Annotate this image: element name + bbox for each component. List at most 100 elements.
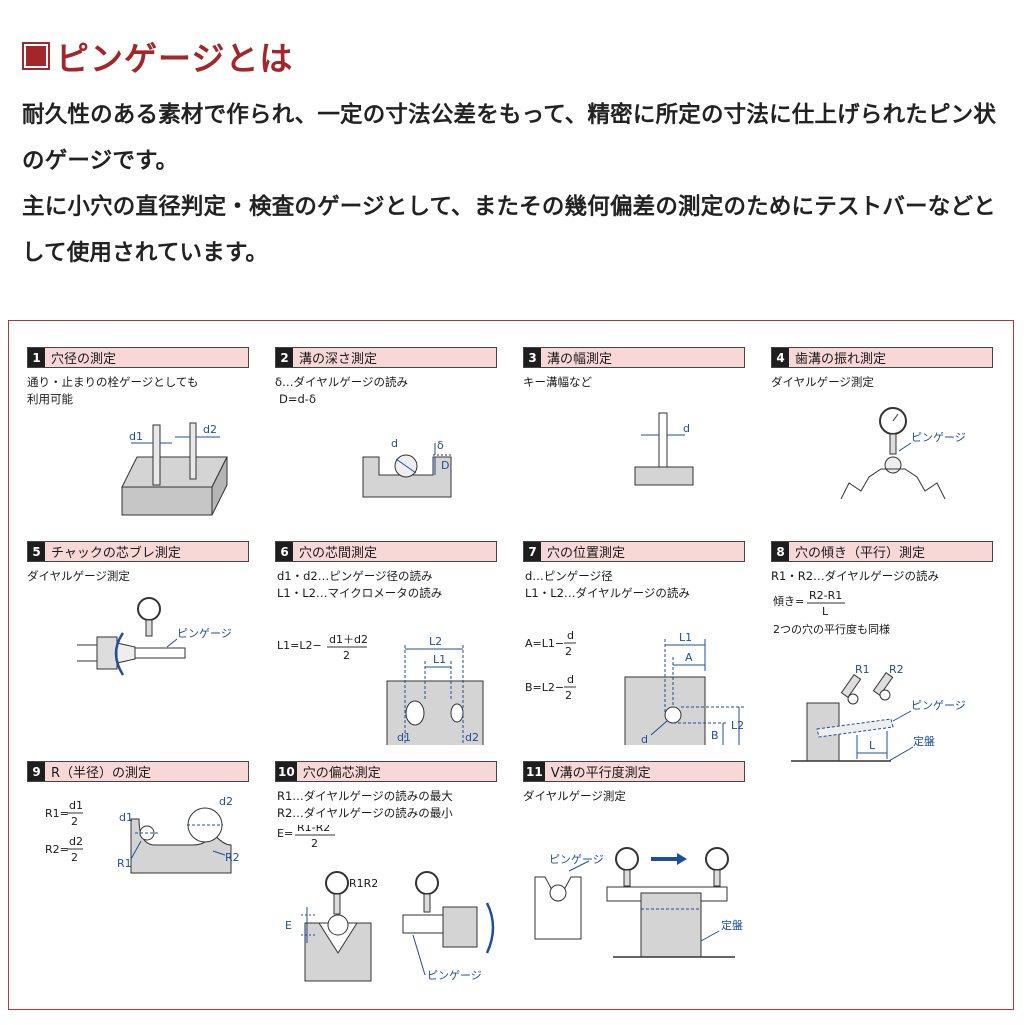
panel-title: 穴の傾き（平行）測定	[795, 546, 926, 561]
diagram-radius: R1= d1 2 R2= d2 2 d1 d2 R1 R2	[45, 795, 240, 874]
panel-description: d…ピンゲージ径 L1・L2…ダイヤルゲージの読み	[523, 568, 745, 602]
panel-header: 6 穴の芯間測定	[275, 541, 497, 562]
panel-header: 2 溝の深さ測定	[275, 347, 497, 368]
formula-denominator: 2	[343, 649, 350, 662]
formula-a-lhs: A=L1−	[525, 637, 564, 650]
panel-title: 歯溝の振れ測定	[795, 352, 887, 367]
panel-title: 穴の芯間測定	[299, 546, 378, 561]
formula-a-denominator: 2	[71, 815, 78, 828]
diagram-hole-center-distance: L1=L2− d1＋d2 2 L2 L1 d1 d2	[277, 633, 484, 745]
panel-number: 1	[28, 348, 45, 367]
formula-b-numerator: d2	[69, 835, 83, 848]
panel-title: 溝の深さ測定	[299, 352, 378, 367]
title-square-icon	[22, 42, 50, 70]
desc-line: L1・L2…ダイヤルゲージの読み	[525, 586, 690, 600]
diagram-hole-position: A=L1− d 2 B=L2− d 2 L1 A L2 B d	[525, 629, 745, 745]
formula-b-denominator: 2	[565, 689, 572, 702]
label-L1: L1	[679, 631, 692, 644]
desc-line: 利用可能	[27, 392, 73, 406]
intro-text: 耐久性のある素材で作られ、一定の寸法公差をもって、精密に所定の寸法に仕上げられた…	[22, 92, 1012, 276]
formula-lhs: L1=L2−	[277, 639, 322, 652]
panel-title: 穴径の測定	[51, 352, 117, 367]
panel-v-groove-parallelism: 11 V溝の平行度測定 ダイヤルゲージ測定 ピンゲージ 定盤	[523, 761, 745, 958]
diagram-groove-depth: d δ D	[362, 437, 452, 498]
label-D: D	[441, 459, 449, 472]
panel-title: チャックの芯ブレ測定	[51, 546, 181, 561]
panel-number: 9	[28, 762, 45, 781]
panel-header: 1 穴径の測定	[27, 347, 249, 368]
panel-number: 11	[524, 762, 545, 781]
label-A: A	[685, 651, 693, 664]
label-d1: d1	[129, 430, 143, 443]
label-d2: d2	[203, 423, 217, 436]
dial-gauge-icon	[325, 871, 349, 895]
label-L1: L1	[433, 653, 446, 666]
desc-line: ダイヤルゲージ測定	[27, 569, 130, 583]
formula-denominator: L	[822, 605, 829, 618]
label-L: L	[869, 739, 876, 752]
intro-paragraph-1: 耐久性のある素材で作られ、一定の寸法公差をもって、精密に所定の寸法に仕上げられた…	[22, 102, 997, 174]
panel-title: 溝の幅測定	[547, 352, 613, 367]
diagram-hole-eccentricity: E= R1-R2 2 R1R2 E ピンゲージ	[277, 825, 495, 982]
label-R1: R1	[855, 663, 870, 676]
diagram-hole-diameter: d1 d2	[121, 422, 228, 516]
label-delta: δ	[437, 439, 444, 452]
label-d1: d1	[119, 811, 133, 824]
label-pin-gauge: ピンゲージ	[549, 853, 604, 866]
formula-lhs: E=	[277, 827, 293, 840]
formula-b-numerator: d	[567, 673, 574, 686]
panel-description: R1・R2…ダイヤルゲージの読み	[771, 568, 993, 585]
panel-number: 4	[772, 348, 789, 367]
dial-gauge-icon	[705, 847, 729, 871]
panel-number: 5	[28, 542, 45, 561]
label-d: d	[641, 733, 648, 745]
diagram-chuck-runout: ピンゲージ	[77, 597, 232, 676]
page-title-text: ピンゲージとは	[56, 39, 294, 78]
panel-description: 通り・止まりの栓ゲージとしても 利用可能	[27, 374, 249, 408]
panel-number: 2	[276, 348, 293, 367]
label-d: d	[391, 437, 398, 450]
dial-gauge-icon	[615, 847, 639, 871]
formula-b-denominator: 2	[71, 851, 78, 864]
formula-a-numerator: d	[567, 629, 574, 642]
panel-description: ダイヤルゲージ測定	[771, 374, 993, 391]
label-pin-gauge: ピンゲージ	[427, 969, 482, 982]
desc-line: ダイヤルゲージ測定	[523, 789, 626, 803]
formula-b-lhs: R2=	[45, 843, 69, 856]
panel-number: 6	[276, 542, 293, 561]
formula-a-denominator: 2	[565, 645, 572, 658]
desc-line-2: 2つの穴の平行度も同様	[773, 622, 890, 636]
desc-line: R1・R2…ダイヤルゲージの読み	[771, 569, 940, 583]
dial-gauge-icon	[137, 597, 161, 621]
desc-line: ダイヤルゲージ測定	[771, 375, 874, 389]
label-pin-gauge: ピンゲージ	[911, 699, 966, 712]
diagram-v-groove-parallelism: ピンゲージ 定盤	[534, 847, 743, 958]
panel-header: 11 V溝の平行度測定	[523, 761, 745, 782]
label-R2: R2	[225, 851, 240, 864]
label-d2: d2	[465, 731, 479, 744]
label-L2: L2	[429, 635, 442, 648]
panel-title: V溝の平行度測定	[550, 766, 651, 781]
desc-line: L1・L2…マイクロメータの読み	[277, 586, 443, 600]
panel-description: キー溝幅など	[523, 374, 745, 391]
dial-gauge-icon	[415, 871, 439, 895]
panel-description: ダイヤルゲージ測定	[27, 568, 249, 585]
label-B: B	[711, 729, 719, 742]
formula-b-lhs: B=L2−	[525, 681, 564, 694]
panel-header: 4 歯溝の振れ測定	[771, 347, 993, 368]
formula-a-lhs: R1=	[45, 807, 69, 820]
panel-description: ダイヤルゲージ測定	[523, 788, 745, 805]
desc-line: δ…ダイヤルゲージの読み	[275, 375, 408, 389]
label-d1: d1	[397, 731, 411, 744]
